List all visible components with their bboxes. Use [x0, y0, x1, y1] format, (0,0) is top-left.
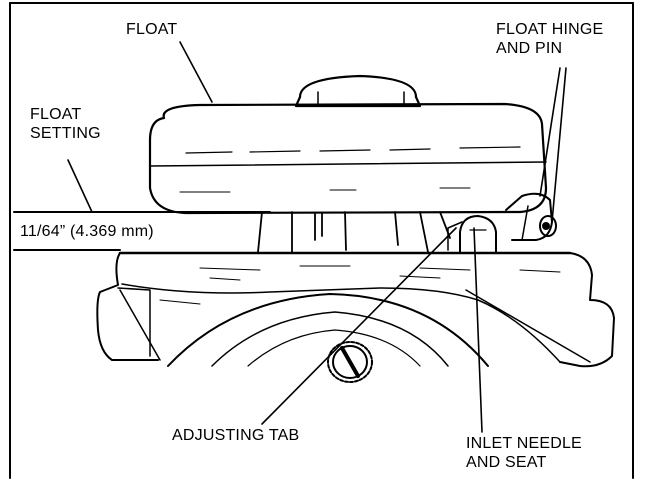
label-inlet-needle-line2: AND SEAT: [466, 454, 547, 471]
leader-lines: [67, 41, 567, 433]
leader-float-setting: [67, 159, 93, 213]
float-pedestal: [257, 211, 451, 253]
diagram-border: [9, 2, 634, 479]
float-hinge: [505, 192, 557, 241]
label-float-hinge: FLOAT HINGE AND PIN: [496, 20, 603, 58]
label-inlet-needle: INLET NEEDLE AND SEAT: [466, 434, 582, 472]
label-float: FLOAT: [126, 21, 178, 38]
leader-float: [179, 41, 213, 103]
label-inlet-needle-line1: INLET NEEDLE: [466, 435, 582, 452]
float: [148, 74, 548, 215]
label-float-hinge-line1: FLOAT HINGE: [496, 21, 604, 38]
float-setting-lines: [13, 211, 271, 251]
label-float-setting: FLOAT SETTING: [30, 105, 101, 143]
label-float-setting-line2: SETTING: [30, 125, 101, 142]
label-float-setting-line1: FLOAT: [30, 106, 82, 123]
adjusting-screw: [327, 341, 373, 383]
label-setting-value: 11/64” (4.369 mm): [20, 223, 154, 240]
leader-hinge-b: [551, 67, 567, 223]
label-adjusting-tab: ADJUSTING TAB: [172, 427, 300, 444]
leader-inlet-needle: [473, 227, 483, 433]
label-float-hinge-line2: AND PIN: [496, 40, 563, 57]
leader-hinge-a: [539, 67, 561, 197]
inlet-needle-seat: [447, 215, 497, 253]
carburetor-body: [96, 251, 615, 368]
leader-adjusting-tab: [261, 227, 457, 425]
